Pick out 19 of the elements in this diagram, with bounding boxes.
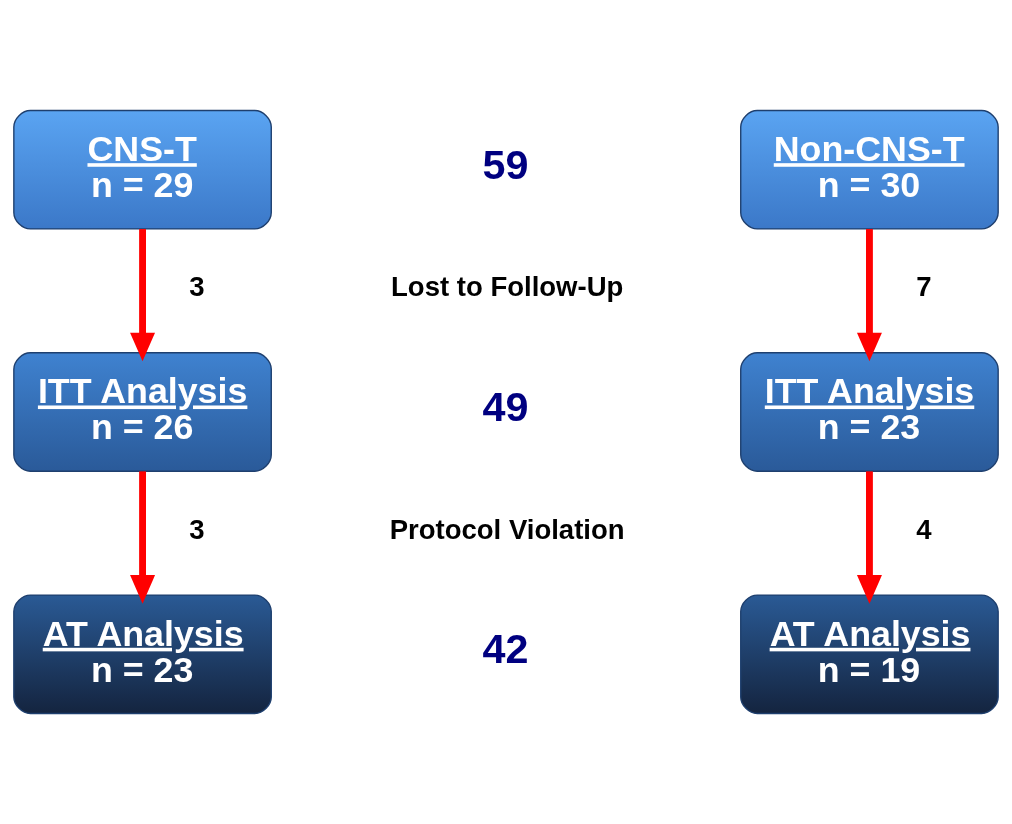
arrow bbox=[856, 471, 882, 604]
node-box: ITT Analysis n = 26 bbox=[13, 352, 272, 472]
edge-label: 4 bbox=[916, 513, 932, 545]
node-box: AT Analysis n = 23 bbox=[13, 594, 272, 715]
label: Lost to Follow-Up bbox=[391, 271, 624, 303]
node-box: AT Analysis n = 19 bbox=[740, 594, 999, 715]
edge-label: 3 bbox=[189, 513, 205, 545]
label: 59 bbox=[482, 141, 529, 188]
node-box: ITT Analysis n = 23 bbox=[740, 352, 999, 472]
label: 49 bbox=[482, 383, 529, 430]
node-box: CNS-T n = 29 bbox=[13, 109, 272, 230]
edge-label: 7 bbox=[916, 271, 932, 303]
arrow bbox=[130, 229, 156, 362]
edge-label: 3 bbox=[189, 271, 205, 303]
label: Protocol Violation bbox=[389, 513, 625, 545]
arrow bbox=[856, 229, 882, 362]
arrow bbox=[130, 471, 156, 604]
label: 42 bbox=[482, 626, 529, 673]
node-box: Non-CNS-T n = 30 bbox=[740, 109, 999, 230]
